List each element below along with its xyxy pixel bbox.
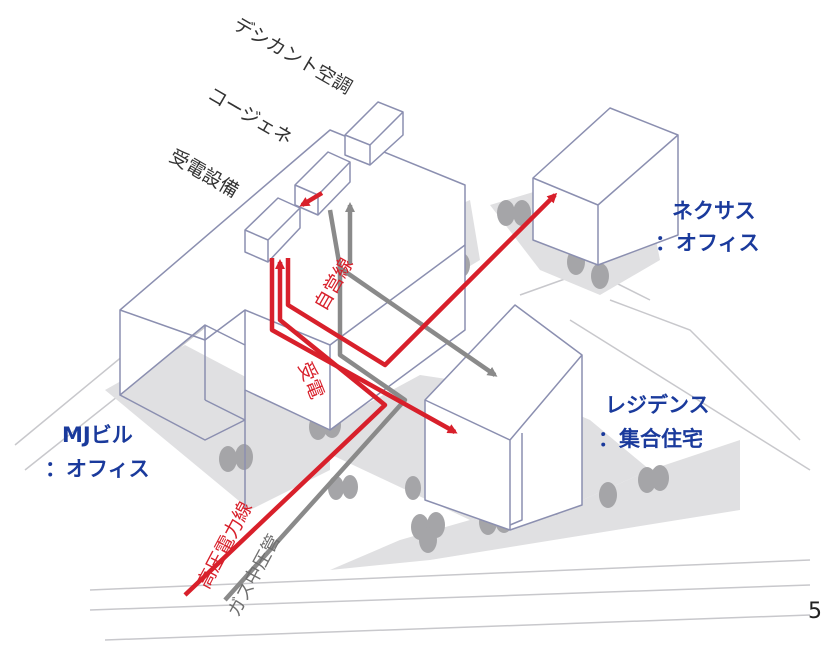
nexus-name: ネクサス	[672, 199, 756, 223]
cogeneration-label: コージェネ	[204, 83, 297, 149]
residence-use: ：集合住宅	[598, 427, 703, 451]
desiccant-label: デシカント空調	[230, 13, 356, 99]
substation-label: 受電設備	[166, 145, 243, 202]
desiccant-unit	[344, 101, 404, 166]
page-number: 5	[808, 599, 822, 624]
nexus-building	[532, 107, 679, 266]
residence-building	[424, 304, 583, 531]
mj-building	[119, 129, 466, 510]
mj-use: ：オフィス	[45, 457, 150, 481]
mj-name: MJビル	[62, 423, 133, 447]
substation-unit	[244, 197, 301, 263]
nexus-use: ：オフィス	[655, 231, 760, 255]
power-lines	[183, 191, 558, 597]
gas-pipe	[223, 202, 498, 602]
residence-name: レジデンス	[605, 393, 710, 417]
